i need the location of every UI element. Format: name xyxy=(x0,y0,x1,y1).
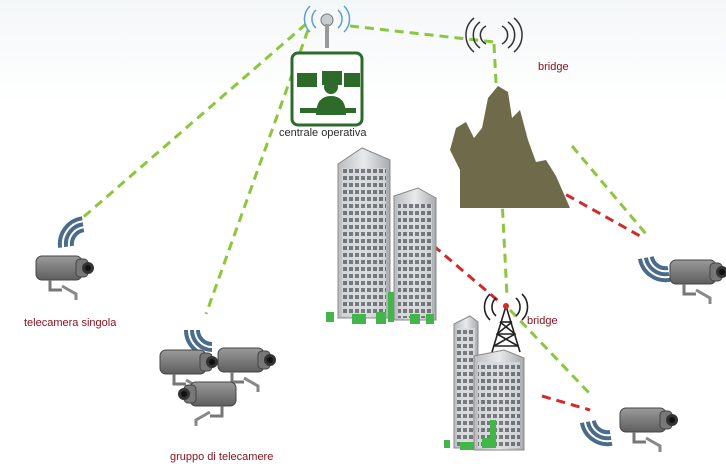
bridge-antenna-icon xyxy=(465,17,523,53)
camera-group-label: gruppo di telecamere xyxy=(170,451,273,463)
mountain-icon xyxy=(450,86,570,208)
link-control-to-single-camera xyxy=(79,22,307,222)
bridge-mid-label: bridge xyxy=(527,315,558,327)
link-mountain-to-right-camera xyxy=(570,145,648,235)
single-camera-label: telecamera singola xyxy=(24,317,117,329)
wifi-tower-icon xyxy=(303,5,351,48)
building-icon xyxy=(444,315,525,451)
security-camera-icon xyxy=(618,406,680,454)
control-center-label: centrale operativa xyxy=(279,127,367,139)
bridge-top-label: bridge xyxy=(538,61,569,73)
wifi-signal-icon xyxy=(579,416,615,451)
wired-link-tower-to-camera xyxy=(541,394,591,412)
security-camera-icon xyxy=(668,258,726,306)
link-control-to-bridge-top xyxy=(349,24,495,44)
security-camera-icon xyxy=(176,380,238,428)
link-bridge-mid-to-bottom-camera xyxy=(508,308,594,398)
operator-monitor-icon xyxy=(290,51,364,127)
radio-tower-icon xyxy=(483,293,529,353)
building-icon xyxy=(326,147,437,324)
wifi-signal-icon xyxy=(54,216,88,250)
security-camera-icon xyxy=(34,254,96,302)
wifi-signal-icon xyxy=(637,252,673,287)
